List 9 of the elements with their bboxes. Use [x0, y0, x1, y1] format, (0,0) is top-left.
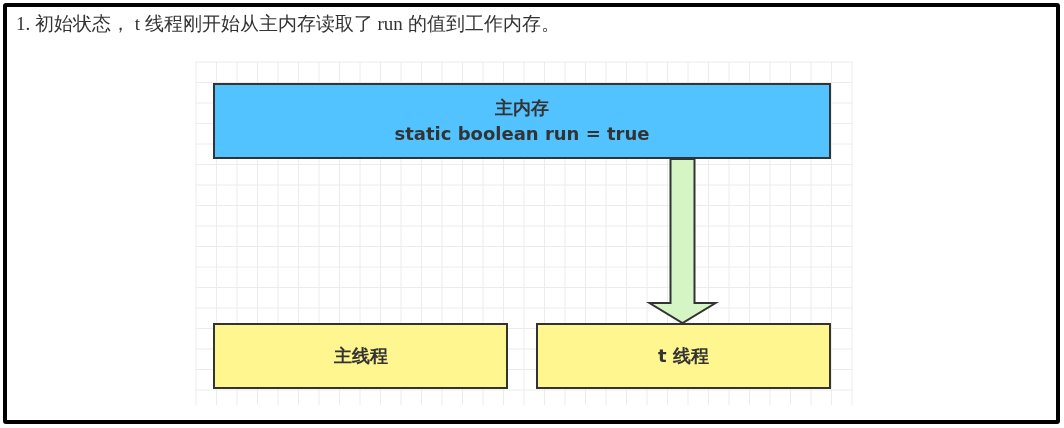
box-label: 主线程	[333, 344, 388, 368]
thread-box	[536, 323, 831, 389]
box-label: t 线程	[658, 344, 709, 368]
box-heading: 主内存	[495, 96, 549, 120]
thread-box	[213, 323, 508, 389]
box-label: static boolean run = true	[394, 122, 650, 146]
heading-text: 1. 初始状态， t 线程刚开始从主内存读取了 run 的值到工作内存。	[16, 12, 560, 36]
memory-box	[213, 83, 831, 159]
block-arrow	[645, 158, 720, 325]
